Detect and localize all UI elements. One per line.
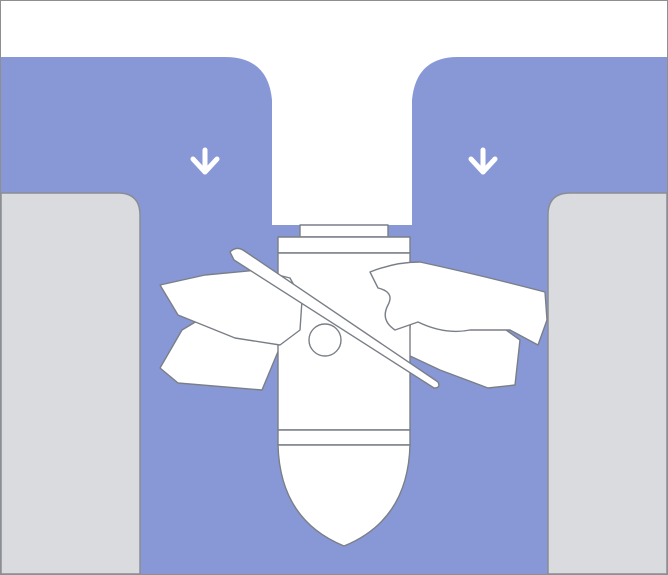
- blade-front-left: [159, 269, 303, 346]
- right-wall: [547, 192, 668, 575]
- guide-vane: [229, 247, 440, 389]
- hub-band: [277, 429, 411, 446]
- arrow-down-icon: [468, 147, 498, 175]
- blade-pivot: [308, 323, 342, 357]
- arrow-down-icon: [190, 147, 220, 175]
- blade-front-right: [369, 261, 548, 346]
- hub-ring: [277, 236, 411, 254]
- nose-cone: [277, 444, 411, 547]
- shaft-collar: [299, 224, 389, 238]
- left-wall: [0, 192, 141, 575]
- kaplan-turbine: [159, 224, 548, 547]
